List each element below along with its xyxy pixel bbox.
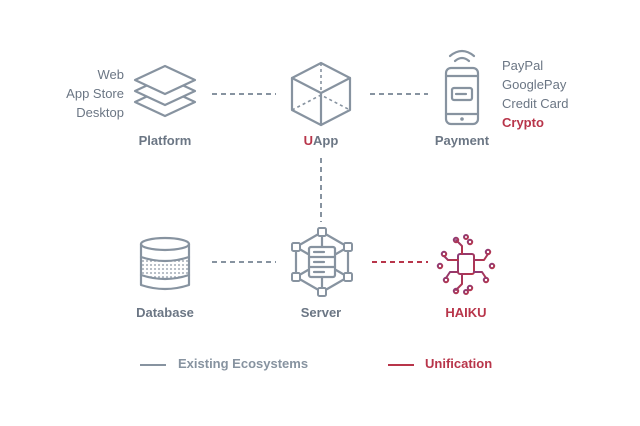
layers-icon bbox=[133, 64, 197, 118]
legend: Existing Ecosystems Unification bbox=[140, 356, 540, 376]
payment-options: PayPal GooglePay Credit Card Crypto bbox=[502, 56, 612, 132]
legend-label-unification: Unification bbox=[425, 356, 493, 371]
server-label: Server bbox=[300, 305, 342, 320]
platform-option-desktop: Desktop bbox=[76, 105, 124, 120]
uapp-label: UApp bbox=[271, 133, 371, 148]
legend-line-existing bbox=[140, 364, 166, 366]
payment-option-crypto: Crypto bbox=[502, 115, 544, 130]
cube-icon bbox=[290, 61, 352, 127]
database-icon bbox=[139, 236, 191, 291]
platform-option-web: Web bbox=[97, 67, 125, 82]
phone-payment-icon bbox=[444, 49, 480, 126]
payment-label: Payment bbox=[434, 133, 490, 148]
legend-label-existing: Existing Ecosystems bbox=[178, 356, 309, 371]
payment-option-paypal: PayPal bbox=[502, 58, 544, 73]
legend-line-unification bbox=[388, 364, 414, 366]
database-label: Database bbox=[136, 305, 194, 320]
haiku-label: HAIKU bbox=[445, 305, 487, 320]
platform-option-appstore: App Store bbox=[66, 86, 124, 101]
platform-label: Platform bbox=[138, 133, 192, 148]
circuit-chip-icon bbox=[436, 234, 496, 295]
server-network-icon bbox=[291, 227, 353, 297]
uapp-label-rest: App bbox=[313, 133, 339, 148]
payment-option-googlepay: GooglePay bbox=[502, 77, 567, 92]
payment-option-creditcard: Credit Card bbox=[502, 96, 569, 111]
uapp-label-prefix: U bbox=[303, 133, 314, 148]
platform-options: Web App Store Desktop bbox=[40, 65, 124, 122]
